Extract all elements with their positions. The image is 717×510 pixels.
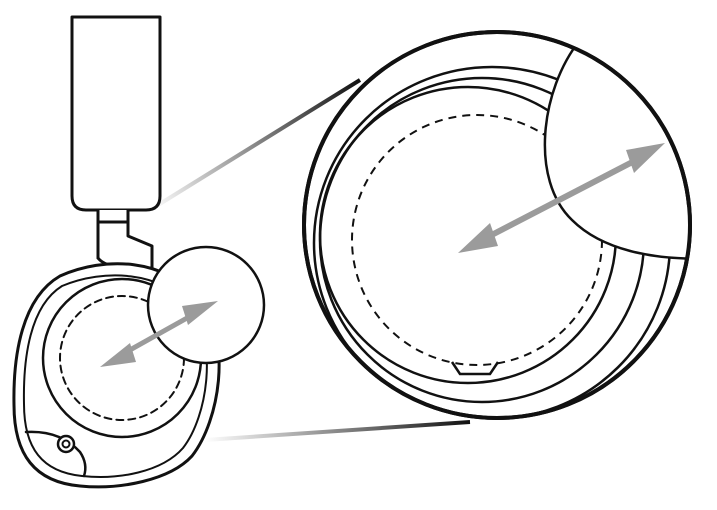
arrowhead-small-right xyxy=(182,301,218,325)
headphone-illustration xyxy=(12,15,266,489)
earcup-notch xyxy=(450,361,500,376)
port-icon-inner xyxy=(61,439,71,449)
zoom-line-upper xyxy=(148,78,362,212)
arrowhead-large-right xyxy=(626,143,665,173)
arrowhead-large-left xyxy=(458,223,498,253)
earcup-bottom-panel xyxy=(24,430,87,478)
small-gesture-arrow xyxy=(100,301,218,367)
headband xyxy=(70,15,162,212)
zoom-line-lower xyxy=(204,420,471,442)
earcup-yoke xyxy=(96,220,154,270)
arrowhead-small-left xyxy=(100,343,136,367)
zoom-connector-lines xyxy=(148,78,471,442)
big-gesture-arrow xyxy=(458,143,665,253)
